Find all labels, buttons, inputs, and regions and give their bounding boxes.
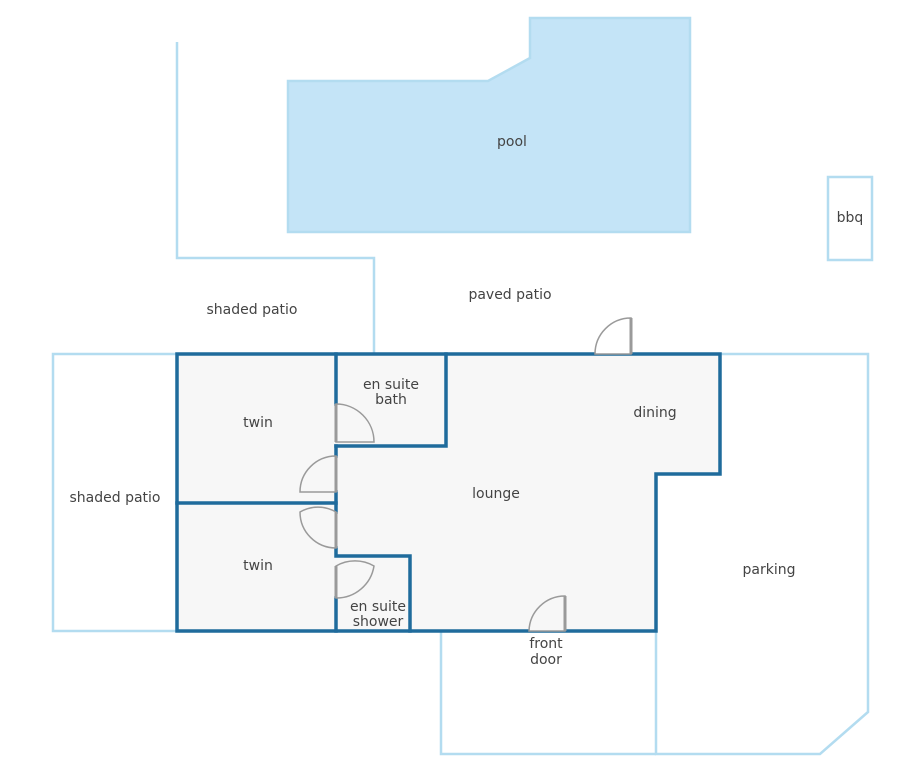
lounge-label: lounge [472, 486, 520, 502]
en-suite-bath-label-line1: en suite [363, 377, 419, 393]
pool-label: pool [497, 134, 527, 150]
bbq-label: bbq [837, 210, 864, 226]
en-suite-shower-wall [334, 546, 412, 633]
en-suite-bath-label-line2: bath [375, 392, 407, 408]
shaded-patio-top-label: shaded patio [207, 302, 298, 318]
en-suite-bath-wall-lower [334, 352, 448, 448]
twin-lower-label: twin [243, 558, 273, 574]
front-door-swing [528, 595, 566, 632]
shaded-patio-top-outline [175, 42, 376, 354]
paved-patio-label: paved patio [468, 287, 551, 303]
lower-twin-door-swing [299, 506, 337, 549]
parking-outline [654, 352, 870, 756]
parking-label: parking [743, 562, 796, 578]
bbq-outline [826, 175, 874, 262]
shaded-patio-left-label: shaded patio [70, 490, 161, 506]
patio-door-swing [594, 317, 632, 355]
twin-upper-label: twin [243, 415, 273, 431]
house-floor [177, 354, 720, 631]
en-suite-shower-label-line2: shower [353, 614, 404, 630]
shower-door-swing [335, 560, 375, 599]
upper-twin-door-swing [299, 455, 337, 493]
entry-area-outline [439, 631, 656, 756]
en-suite-shower-label-line1: en suite [350, 599, 406, 615]
pool-shape [286, 16, 692, 234]
shaded-patio-left-outline [51, 352, 177, 633]
front-door-label-line2: door [530, 652, 562, 668]
bath-door-swing [335, 403, 375, 443]
front-door-label-line1: front [529, 636, 563, 652]
dining-label: dining [633, 405, 676, 421]
house-exterior-wall [175, 352, 722, 633]
